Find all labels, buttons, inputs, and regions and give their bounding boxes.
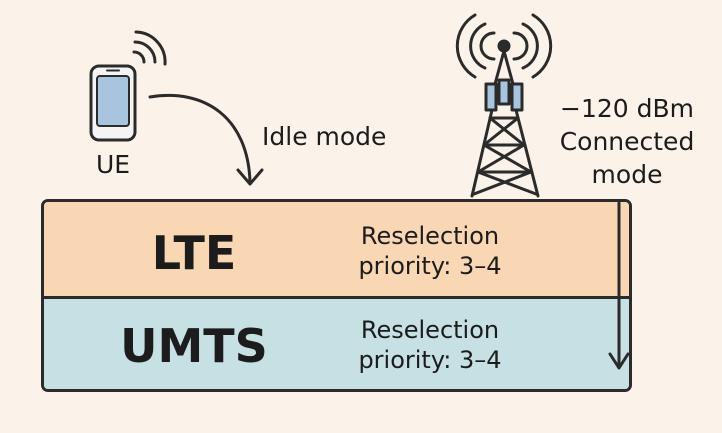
rat-priority-lte-line1: Reselection (360, 222, 500, 250)
cell-tower-icon (455, 13, 553, 198)
rat-priority-table: LTE Reselection priority: 3–4 UMTS Resel… (41, 199, 632, 392)
rat-priority-umts-line1: Reselection (360, 316, 500, 344)
idle-mode-arrow (148, 94, 264, 186)
tower-label: −120 dBm Connected mode (548, 92, 706, 191)
rat-name-lte: LTE (151, 226, 237, 280)
rat-band-umts: UMTS Reselection priority: 3–4 (44, 299, 629, 389)
ue-label: UE (96, 150, 131, 179)
rat-priority-lte: Reselection priority: 3–4 (280, 221, 580, 281)
wireless-signal-icon (132, 30, 167, 66)
connected-mode-label-line2: mode (591, 160, 663, 189)
mobile-phone-icon (89, 64, 137, 142)
connected-mode-label-line1: Connected (559, 127, 695, 156)
rat-band-lte: LTE Reselection priority: 3–4 (44, 202, 629, 299)
rat-name-umts: UMTS (120, 319, 268, 373)
signal-level-label: −120 dBm (560, 94, 694, 123)
rat-priority-umts: Reselection priority: 3–4 (280, 315, 580, 375)
rat-priority-lte-line2: priority: 3–4 (358, 252, 502, 280)
rat-priority-umts-line2: priority: 3–4 (358, 346, 502, 374)
idle-mode-label: Idle mode (262, 122, 387, 151)
